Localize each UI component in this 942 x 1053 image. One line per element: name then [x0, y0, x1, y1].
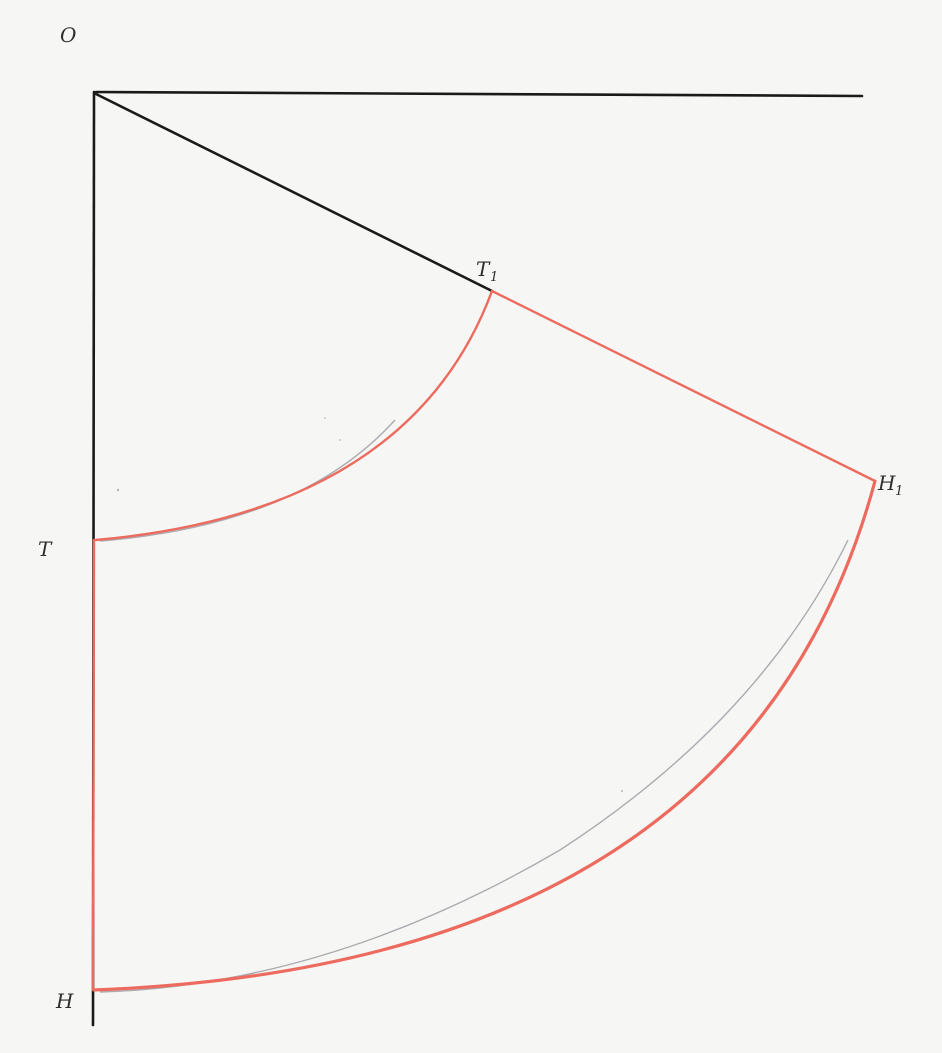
label-h1: H	[877, 471, 896, 495]
inner-arc-t-t1	[94, 289, 494, 542]
label-t1: T	[476, 257, 491, 281]
outer-arc-sketch	[99, 539, 849, 993]
inner-arc-sketch	[99, 419, 396, 542]
top-horizontal-line	[94, 90, 864, 98]
paper-speck	[621, 790, 623, 792]
paper-speck	[339, 439, 341, 441]
label-t: T	[38, 537, 53, 561]
label-h: H	[55, 989, 74, 1013]
paper-speck	[116, 488, 120, 492]
segment-t1-h1	[490, 289, 877, 483]
label-t1-subscript: 1	[490, 270, 498, 285]
segment-t-h	[91, 538, 96, 992]
label-h1-subscript: 1	[895, 484, 903, 499]
diagonal-line-o-t1	[94, 92, 494, 293]
paper-speck	[324, 417, 326, 419]
label-o: O	[60, 23, 76, 47]
outer-arc-h-h1	[92, 479, 877, 992]
